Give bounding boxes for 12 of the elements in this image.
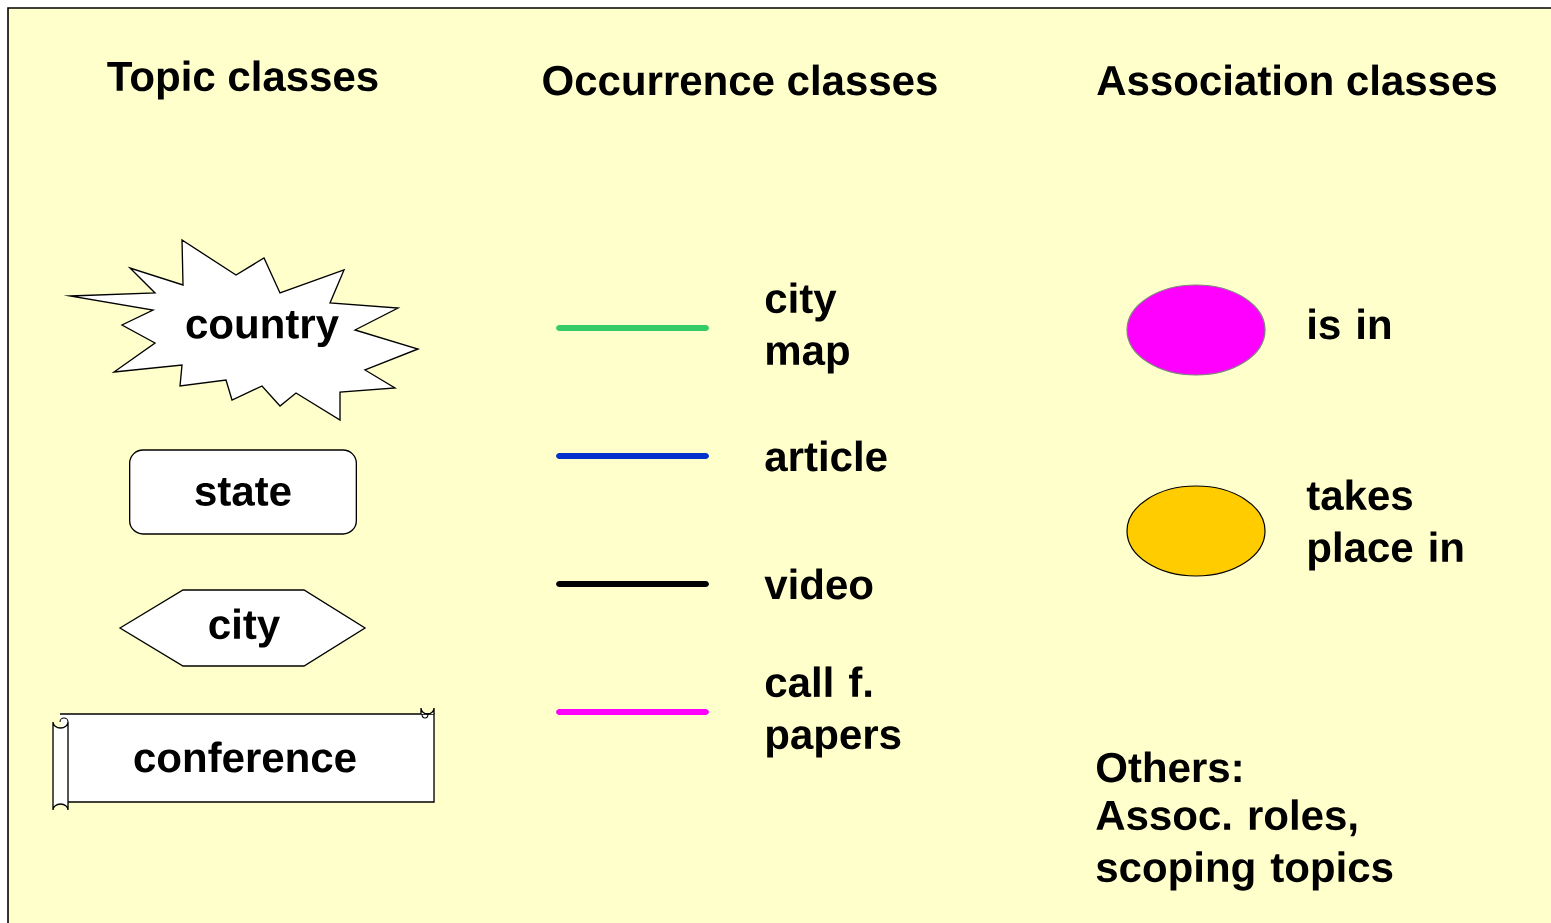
legend-text: is in [1309,308,1390,340]
legend-text: article [765,440,887,472]
legend-text: city map [765,282,849,374]
heading-text: Topic classes [107,60,378,100]
legend-text: video [764,568,873,600]
heading-text: Association classes [1097,64,1496,96]
heading-text: Occurrence classes [543,64,937,96]
heading-text: Assoc. roles, scoping topics [1096,799,1393,891]
heading-text: Others: [1097,751,1241,783]
rounded-box: state [129,449,357,535]
legend-text: call f. papers [765,666,901,758]
legend-text: takes place in [1306,479,1463,571]
